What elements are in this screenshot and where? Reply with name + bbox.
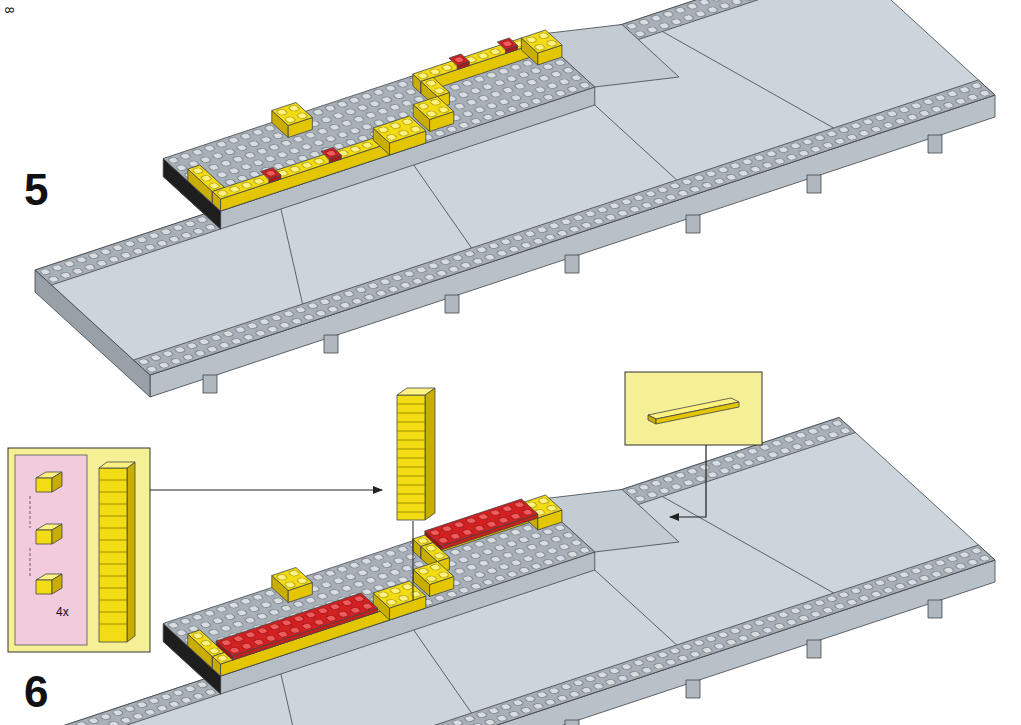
stack-line [30, 496, 31, 528]
callout-arrow [150, 489, 382, 490]
part-callout [625, 372, 762, 517]
page-number: 8 [3, 7, 15, 14]
step-number: 6 [24, 670, 48, 714]
brick-side [52, 472, 62, 492]
red-plate [216, 593, 377, 656]
step-number: 5 [24, 168, 48, 212]
column-top [397, 388, 435, 395]
column-top [99, 462, 135, 468]
brick-column [397, 388, 435, 600]
step-5-model [0, 0, 995, 397]
quantity-label: 4x [56, 606, 69, 618]
column-side [425, 388, 435, 520]
brick-front [36, 580, 52, 594]
red-plate [497, 38, 517, 50]
yellow-bricks [188, 30, 562, 211]
red-plate [449, 54, 469, 66]
platform [0, 418, 995, 725]
callout-inner-box [15, 455, 87, 645]
column-side [127, 462, 135, 642]
red-plate [425, 499, 538, 546]
placement-line [413, 521, 414, 600]
red-plate [321, 148, 341, 160]
plate-front [656, 402, 739, 424]
callout-arrow [670, 445, 706, 517]
plate-side [648, 415, 656, 424]
stack-line [30, 548, 31, 576]
platform [0, 0, 995, 397]
callout-box [8, 448, 150, 652]
column-seams [397, 404, 425, 512]
brick-side [52, 524, 62, 544]
yellow-bricks [188, 495, 562, 676]
step-6-model [0, 418, 995, 725]
column-front [397, 395, 425, 520]
brick-side [52, 574, 62, 594]
red-plate [261, 168, 281, 180]
sub-assembly-callout [8, 448, 382, 652]
brick-front [36, 478, 52, 492]
column-seams [99, 480, 127, 624]
brick-front [36, 530, 52, 544]
callout-box [625, 372, 762, 445]
column-front [99, 468, 127, 642]
